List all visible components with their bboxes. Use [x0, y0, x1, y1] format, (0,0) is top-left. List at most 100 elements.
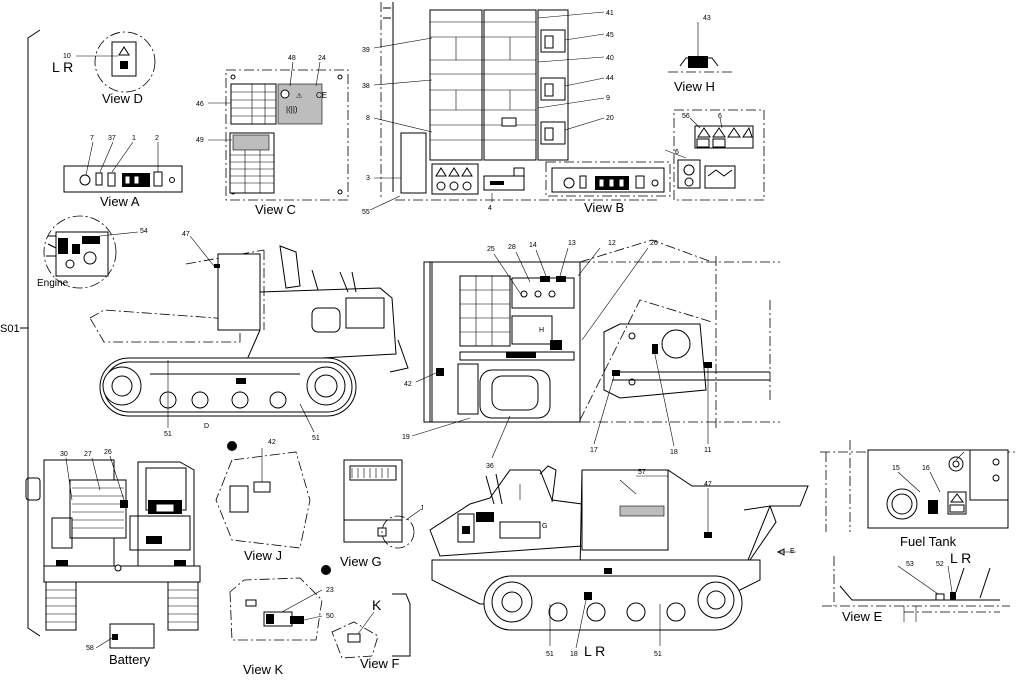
- callout-58: 58: [86, 645, 94, 652]
- view-a: 7 37 1 2 View A: [63, 135, 183, 209]
- callout-19: 19: [402, 434, 410, 441]
- fuel-tank-view: 15 16 Fuel Tank L R: [820, 440, 1018, 566]
- machine-bottom-center: 57 47 G E 51 18 51: [429, 465, 809, 659]
- callout-37: 37: [108, 135, 116, 142]
- callout-26b: 26: [104, 449, 112, 456]
- callout-1: 1: [132, 135, 136, 142]
- view-b-label: View B: [584, 200, 624, 215]
- engine-detail: 54 Engine: [37, 215, 148, 289]
- view-g-label: View G: [340, 554, 382, 569]
- view-h: 43 View H: [668, 15, 734, 94]
- battery-label: Battery: [109, 652, 151, 667]
- callout-53: 53: [906, 561, 914, 568]
- callout-39: 39: [362, 47, 370, 54]
- callout-17: 17: [590, 447, 598, 454]
- view-f-label: View F: [360, 656, 400, 671]
- view-e-label: View E: [842, 609, 883, 624]
- callout-36: 36: [486, 463, 494, 470]
- callout-15: 15: [892, 465, 900, 472]
- callout-11: 11: [704, 447, 711, 454]
- callout-45: 45: [606, 32, 614, 39]
- view-d: 10 L R View D: [52, 31, 156, 106]
- view-j: 42 View J: [215, 439, 311, 563]
- svg-text:CE: CE: [316, 91, 327, 100]
- callout-3: 3: [366, 175, 370, 182]
- view-d-lr: L R: [52, 59, 73, 75]
- callout-49: 49: [196, 137, 204, 144]
- callout-27: 27: [84, 451, 92, 458]
- letter-h: H: [539, 327, 544, 334]
- svg-text:⚠: ⚠: [296, 92, 303, 100]
- view-a-label: View A: [100, 194, 140, 209]
- callout-52: 52: [936, 561, 944, 568]
- callout-56: 56: [682, 113, 690, 120]
- callout-38: 38: [362, 83, 370, 90]
- callout-44: 44: [606, 75, 614, 82]
- callout-40: 40: [606, 55, 614, 62]
- machine-front: 30 27 26: [25, 449, 201, 631]
- sheet-label: S01: [0, 323, 20, 335]
- callout-47b: 47: [704, 481, 712, 488]
- svg-text:|(||): |(||): [286, 105, 298, 114]
- view-h-label: View H: [674, 79, 715, 94]
- callout-7: 7: [90, 135, 94, 142]
- callout-30: 30: [60, 451, 68, 458]
- callout-50: 50: [326, 613, 334, 620]
- callout-43: 43: [703, 15, 711, 22]
- letter-k: K: [372, 597, 382, 613]
- engine-label: Engine: [37, 278, 69, 289]
- callout-42a: 42: [404, 381, 412, 388]
- callout-2: 2: [155, 135, 159, 142]
- letter-d: D: [204, 423, 209, 430]
- callout-25: 25: [487, 246, 495, 253]
- letter-g: G: [542, 523, 547, 530]
- callout-51d: 51: [654, 651, 662, 658]
- callout-46: 46: [196, 101, 204, 108]
- view-c: ⚠ |(||) CE 48 24 46 49 View C: [196, 55, 349, 217]
- letter-e: E: [790, 548, 795, 555]
- letter-j: J: [420, 505, 424, 512]
- callout-6b: 6: [675, 149, 679, 156]
- fuel-tank-label: Fuel Tank: [900, 534, 957, 549]
- view-b: 41 45 40 44 9 20 39 38 8 3 55 4: [362, 2, 765, 216]
- callout-8: 8: [366, 115, 370, 122]
- callout-55: 55: [362, 209, 370, 216]
- callout-23: 23: [326, 587, 334, 594]
- view-c-label: View C: [255, 202, 296, 217]
- view-k: 23 50 View K: [229, 565, 334, 677]
- callout-13: 13: [568, 240, 576, 247]
- callout-28: 28: [508, 244, 516, 251]
- battery-detail: 58 Battery: [86, 623, 155, 667]
- callout-54: 54: [140, 228, 148, 235]
- callout-24: 24: [318, 55, 326, 62]
- callout-26a: 26: [650, 240, 658, 247]
- callout-18b: 18: [570, 651, 578, 658]
- callout-42b: 42: [268, 439, 276, 446]
- callout-12: 12: [608, 240, 616, 247]
- callout-57: 57: [638, 469, 646, 476]
- callout-9: 9: [606, 95, 610, 102]
- callout-51c: 51: [546, 651, 554, 658]
- callout-20: 20: [606, 115, 614, 122]
- callout-51a: 51: [164, 431, 172, 438]
- callout-14: 14: [529, 242, 537, 249]
- callout-48: 48: [288, 55, 296, 62]
- view-e: 53 52 View E: [822, 556, 1010, 624]
- callout-10: 10: [63, 53, 71, 60]
- view-j-label: View J: [244, 548, 282, 563]
- bottom-machine-lr: L R: [584, 643, 605, 659]
- callout-47a: 47: [182, 231, 190, 238]
- view-d-label: View D: [102, 91, 143, 106]
- callout-41: 41: [606, 10, 614, 17]
- sheet-bracket: S01: [0, 29, 41, 637]
- callout-16: 16: [922, 465, 930, 472]
- view-k-label: View K: [243, 662, 284, 677]
- callout-18a: 18: [670, 449, 678, 456]
- view-f: K View F: [331, 593, 411, 671]
- machine-top-center: H 25 28 14 13 12 26 42 19: [402, 239, 780, 470]
- view-g: J View G: [340, 459, 424, 569]
- fuel-tank-lr: L R: [950, 550, 971, 566]
- machine-side-left: 47 51 51 D: [89, 231, 409, 442]
- callout-51b: 51: [312, 435, 320, 442]
